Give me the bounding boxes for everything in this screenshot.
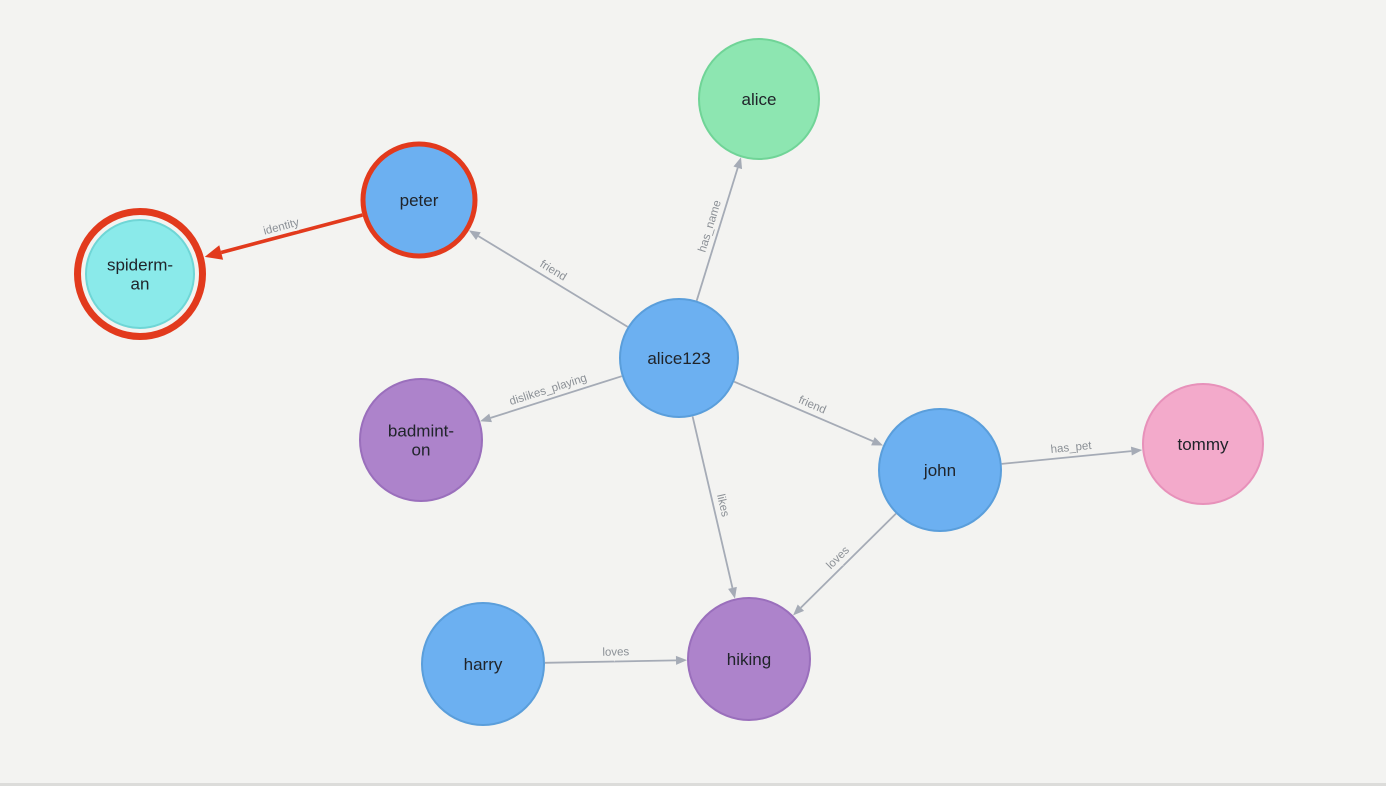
node-circle (85, 219, 195, 329)
edge-label: friend (797, 394, 828, 416)
node-label: hiking (727, 650, 771, 669)
node-john[interactable]: john (878, 408, 1002, 532)
node-spiderman[interactable]: spiderm-an (74, 208, 206, 340)
arrowhead-icon (468, 230, 481, 240)
arrowhead-icon (728, 586, 737, 599)
node-peter[interactable]: peter (360, 141, 478, 259)
edge-line (733, 380, 874, 443)
edge-line (1001, 450, 1132, 465)
node-circle (687, 597, 811, 721)
edge-alice123-john[interactable]: friend (733, 380, 884, 446)
arrowhead-icon (480, 413, 492, 423)
edge-line (695, 167, 739, 301)
edge-label: loves (824, 544, 852, 572)
arrowhead-icon (675, 655, 688, 665)
node-circle (619, 298, 739, 418)
edge-label: friend (538, 258, 569, 283)
edge-line (544, 659, 677, 664)
node-label: badmint-on (388, 422, 454, 460)
edge-line (477, 235, 629, 328)
edge-alice123-hiking[interactable]: likes (691, 416, 737, 599)
edge-john-hiking[interactable]: loves (793, 512, 897, 616)
node-label: john (923, 461, 956, 480)
edge-alice123-alice[interactable]: has_name (695, 157, 743, 301)
node-circle (878, 408, 1002, 532)
node-badminton[interactable]: badmint-on (359, 378, 483, 502)
node-circle (1142, 383, 1264, 505)
arrowhead-icon (1130, 446, 1143, 456)
edge-harry-hiking[interactable]: loves (544, 644, 688, 665)
edge-label: likes (714, 493, 731, 518)
node-label: peter (400, 191, 439, 210)
edge-john-tommy[interactable]: has_pet (1001, 438, 1143, 465)
edge-line (800, 512, 897, 609)
edge-line (691, 416, 734, 589)
arrowhead-icon (793, 604, 805, 616)
edge-label: has_pet (1050, 440, 1093, 456)
arrowhead-icon (204, 245, 224, 260)
node-alice[interactable]: alice (698, 38, 820, 160)
node-label: harry (464, 655, 503, 674)
node-label: alice (742, 90, 777, 109)
arrowhead-icon (871, 437, 884, 446)
node-circle (698, 38, 820, 160)
node-alice123[interactable]: alice123 (619, 298, 739, 418)
node-hiking[interactable]: hiking (687, 597, 811, 721)
edge-alice123-peter[interactable]: friend (468, 230, 629, 328)
node-tommy[interactable]: tommy (1142, 383, 1264, 505)
edge-peter-spiderman[interactable]: identity (204, 213, 363, 260)
edge-line (490, 375, 623, 419)
node-circle (421, 602, 545, 726)
node-circle (359, 378, 483, 502)
node-harry[interactable]: harry (421, 602, 545, 726)
edge-alice123-badminton[interactable]: dislikes_playing (480, 370, 623, 423)
edge-line (220, 213, 363, 255)
edge-label: loves (602, 646, 629, 659)
node-label: alice123 (647, 349, 710, 368)
panel-bottom-edge (0, 783, 1386, 786)
arrowhead-icon (733, 157, 743, 170)
selection-ring (74, 208, 206, 340)
node-label: tommy (1178, 435, 1230, 454)
node-circle (360, 141, 478, 259)
node-label: spiderm-an (107, 256, 173, 294)
